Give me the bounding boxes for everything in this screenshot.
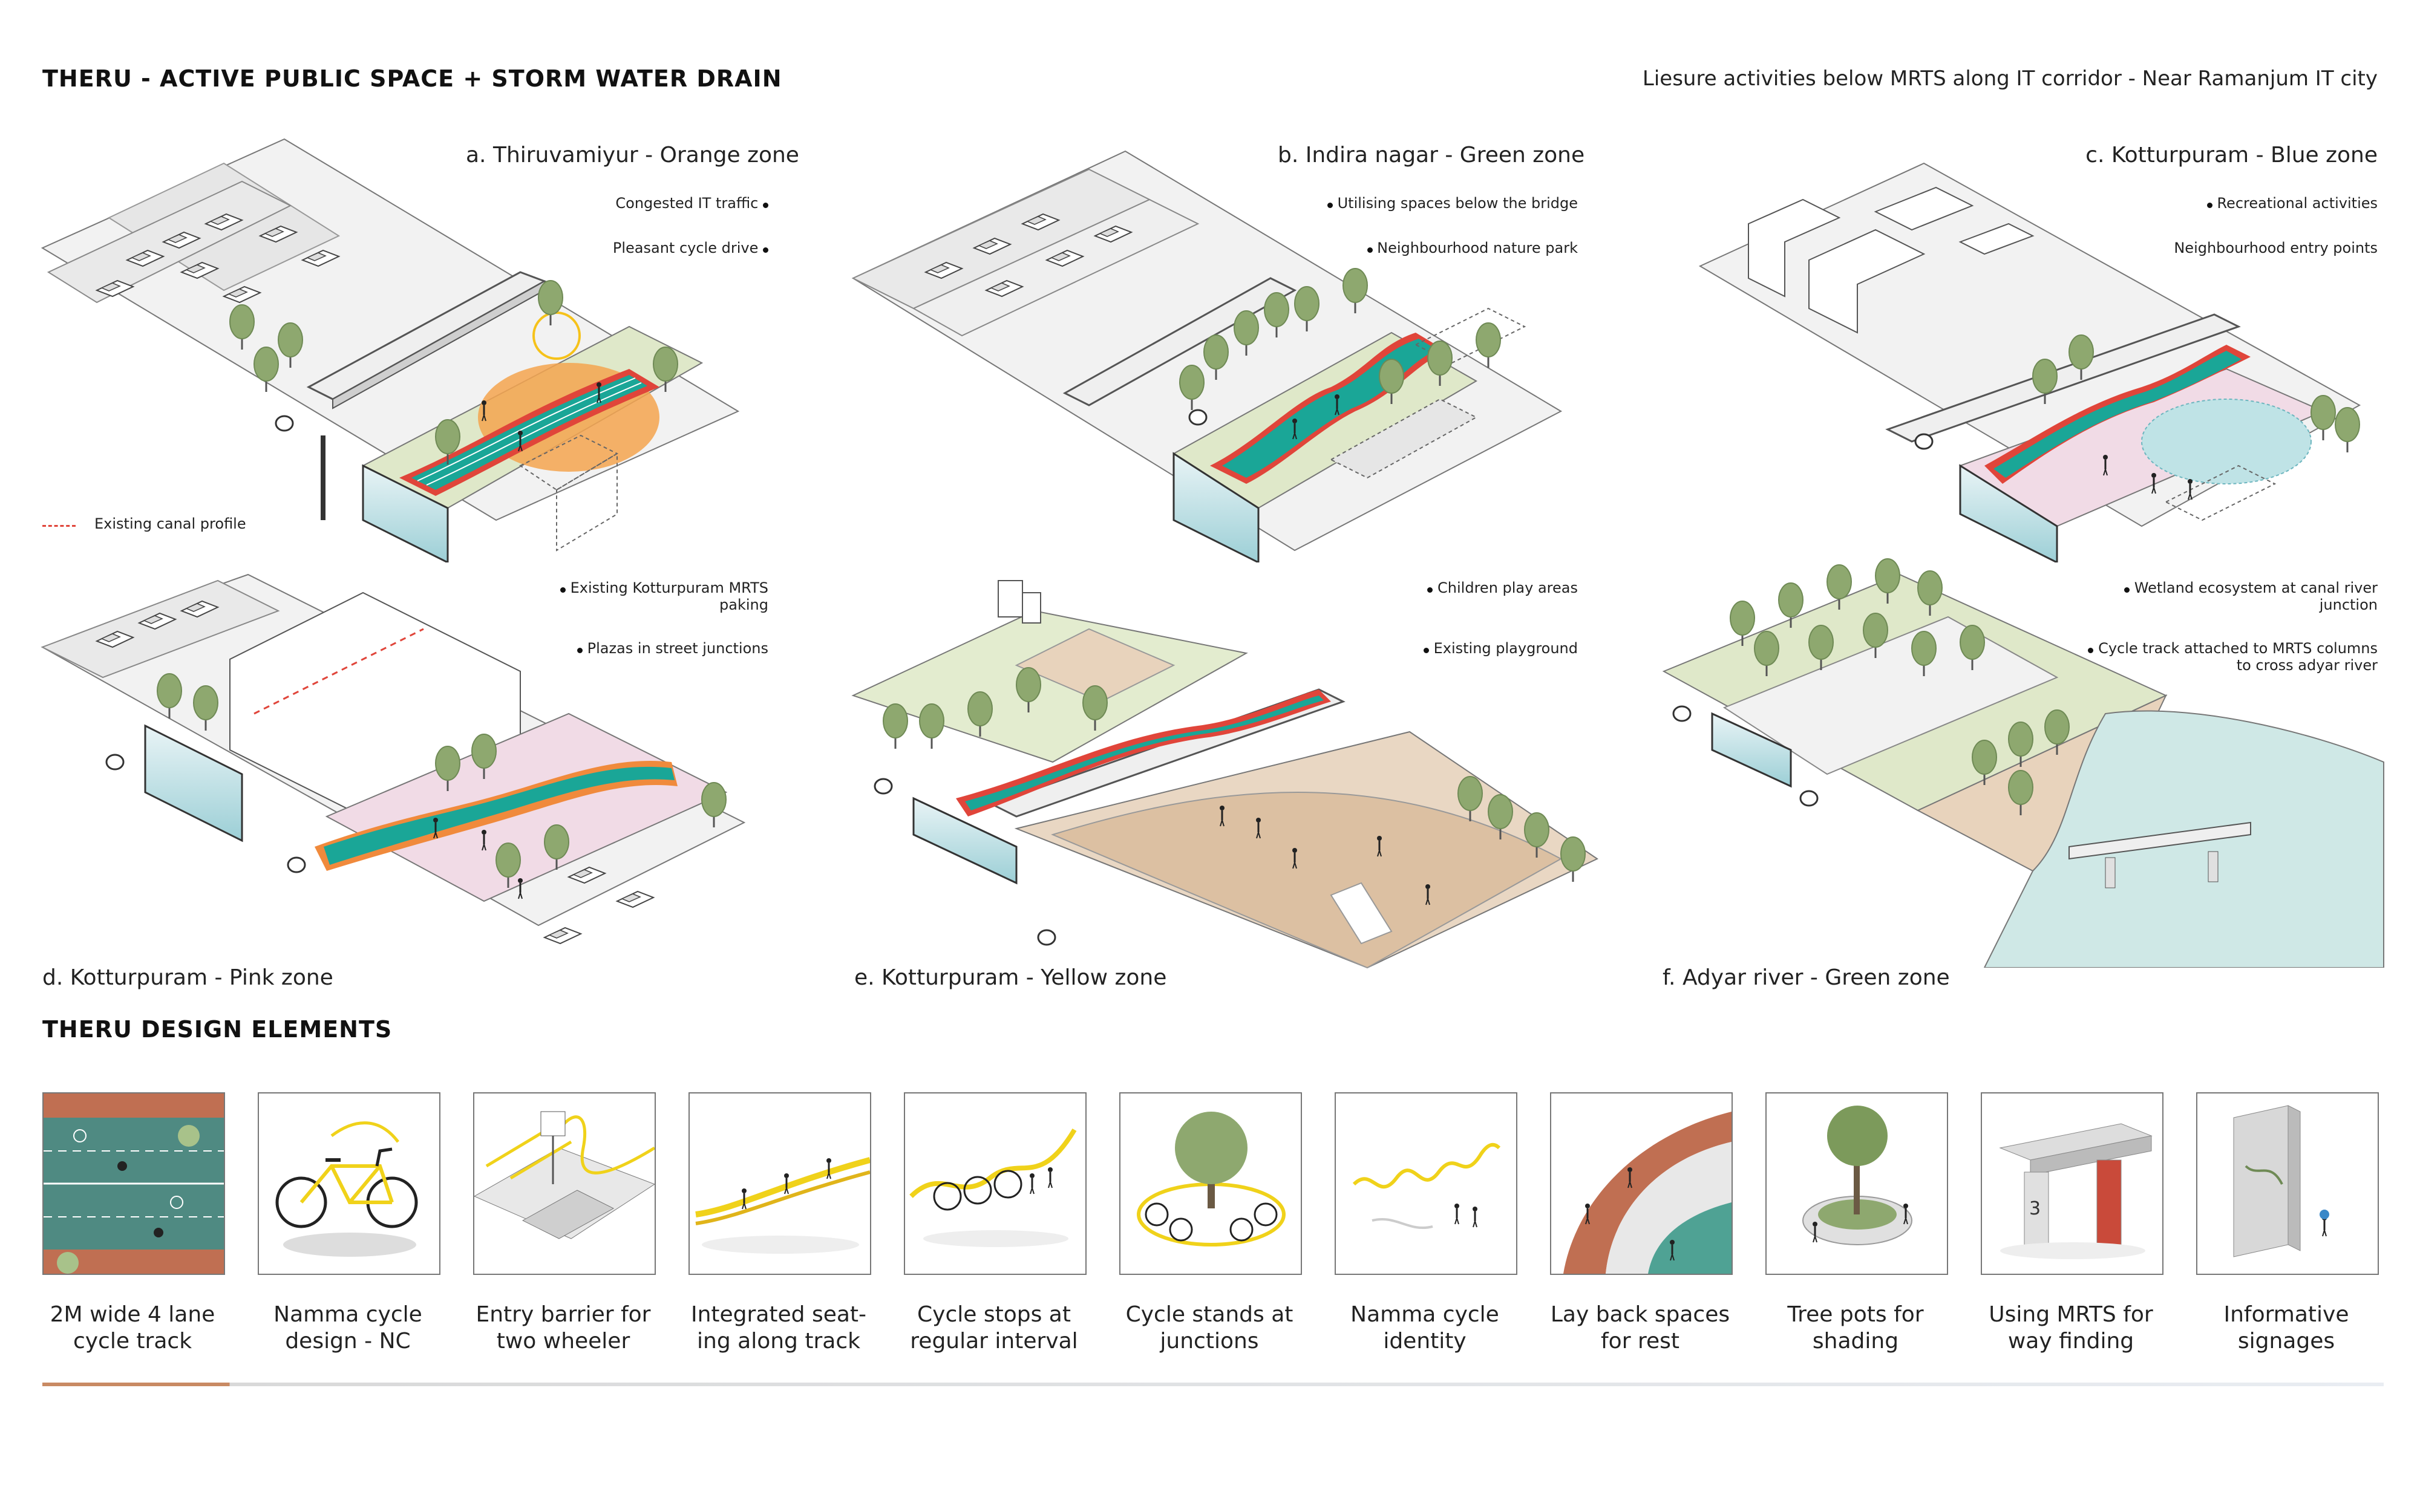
zone-f-title: f. Adyar river - Green zone: [1663, 965, 1950, 990]
zone-c-panel: [1646, 127, 2396, 564]
canal-profile-legend-label: Existing canal profile: [94, 515, 246, 532]
zone-b-illustration: [851, 150, 1563, 564]
callout-dot: [763, 247, 768, 253]
zone-a-title: a. Thiruvamiyur - Orange zone: [466, 143, 799, 168]
zone-c-title: c. Kotturpuram - Blue zone: [2085, 143, 2378, 168]
mrts-column-icon: 3: [1981, 1092, 2163, 1275]
zone-a-callout-1: Congested IT traffic: [615, 195, 768, 212]
bottom-divider: [42, 1383, 2384, 1386]
zone-b-callout-1: Utilising spaces below the bridge: [1327, 195, 1578, 212]
cycle-track-icon: [42, 1092, 225, 1275]
cycle-stand-icon: [1119, 1092, 1302, 1275]
callout-dot: [763, 203, 768, 208]
page-title: THERU - ACTIVE PUBLIC SPACE + STORM WATE…: [42, 65, 782, 92]
callout-dot: [1367, 247, 1373, 253]
layback-icon: [1550, 1092, 1733, 1275]
signage-icon: [2196, 1092, 2379, 1275]
callout-dot: [560, 587, 566, 593]
bicycle-icon: [258, 1092, 440, 1275]
callout-dot: [1423, 648, 1429, 653]
zone-a-illustration: [41, 138, 740, 564]
callout-dot: [1327, 203, 1333, 208]
barrier-icon: [473, 1092, 656, 1275]
callout-dot: [2088, 648, 2094, 653]
zone-d-illustration: [41, 573, 746, 944]
zone-e-callout-2: Existing playground: [1423, 640, 1578, 657]
zone-a-panel: [24, 127, 823, 564]
zone-d-callout-2: Plazas in street junctions: [577, 640, 768, 657]
zone-c-callout-1: Recreational activities: [2206, 195, 2378, 212]
seating-icon: [688, 1092, 871, 1275]
zone-e-illustration: [851, 580, 1599, 969]
identity-icon: [1335, 1092, 1517, 1275]
zone-f-illustration: [1662, 558, 2384, 968]
zone-a-callout-2: Pleasant cycle drive: [613, 240, 768, 256]
zone-e-title: e. Kotturpuram - Yellow zone: [854, 965, 1167, 990]
callout-dot: [1427, 587, 1433, 593]
zone-d-title: d. Kotturpuram - Pink zone: [42, 965, 333, 990]
canal-profile-legend-line: [42, 525, 76, 527]
zone-b-callout-2: Neighbourhood nature park: [1367, 240, 1578, 256]
zone-d-panel: [24, 562, 823, 974]
callout-dot: [2124, 587, 2130, 593]
zone-c-illustration: [1698, 162, 2361, 564]
svg-text:3: 3: [2029, 1198, 2041, 1219]
callout-dot: [577, 648, 583, 653]
zone-f-panel: [1646, 532, 2396, 968]
design-elements-heading: THERU DESIGN ELEMENTS: [42, 1016, 393, 1043]
zone-c-callout-2: Neighbourhood entry points: [2174, 240, 2378, 256]
callout-dot: [2206, 203, 2212, 208]
zone-b-title: b. Indira nagar - Green zone: [1278, 143, 1585, 168]
page-subtitle: Liesure activities below MRTS along IT c…: [1642, 67, 2378, 91]
design-element-label-4: Integrated seat-ing along track: [690, 1302, 867, 1354]
zone-b-panel: [835, 127, 1634, 564]
zone-e-callout-1: Children play areas: [1427, 579, 1578, 596]
zone-e-panel: [835, 544, 1634, 980]
tree-pot-icon: [1765, 1092, 1948, 1275]
cycle-stop-icon: [904, 1092, 1087, 1275]
